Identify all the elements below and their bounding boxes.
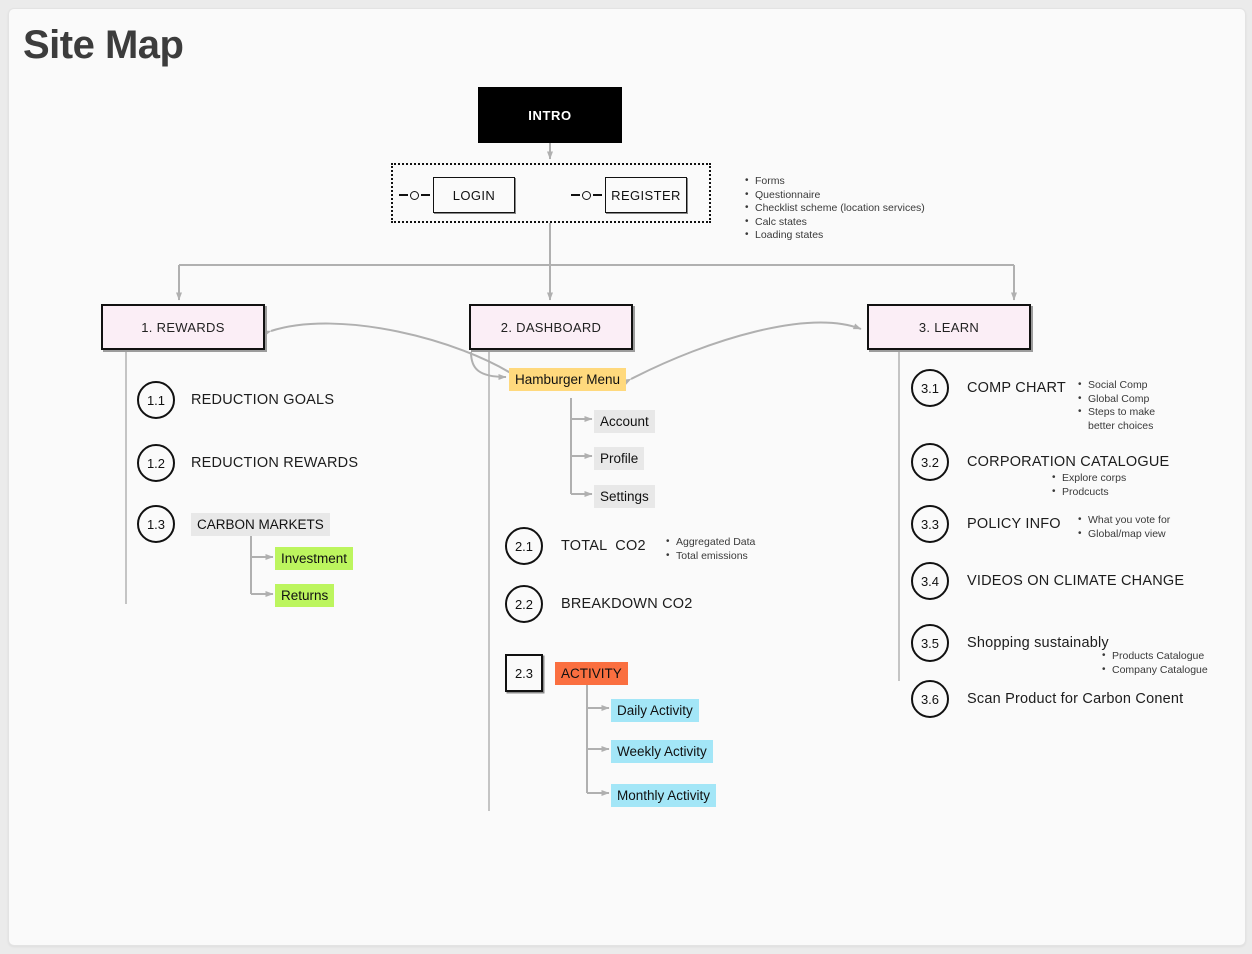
item-number: 2.3 (505, 654, 543, 692)
register-item[interactable]: REGISTER (571, 177, 687, 213)
toggle-switch-icon (399, 190, 430, 200)
item-label: COMP CHART (967, 380, 1066, 396)
item-1-2[interactable]: 1.2 REDUCTION REWARDS (137, 444, 358, 482)
item-number: 3.6 (911, 680, 949, 718)
login-item[interactable]: LOGIN (399, 177, 515, 213)
auth-note: Checklist scheme (location services) (744, 201, 1004, 216)
toggle-switch-icon (571, 190, 602, 200)
login-box[interactable]: LOGIN (433, 177, 515, 213)
page-title: Site Map (23, 23, 184, 67)
item-label: TOTAL CO2 (561, 538, 646, 554)
item-1-3[interactable]: 1.3 CARBON MARKETS (137, 505, 330, 543)
chip-settings[interactable]: Settings (594, 485, 655, 508)
item-3-5[interactable]: 3.5 Shopping sustainably (911, 624, 1109, 662)
chip-returns[interactable]: Returns (275, 584, 335, 607)
register-box[interactable]: REGISTER (605, 177, 687, 213)
item-label: VIDEOS ON CLIMATE CHANGE (967, 573, 1185, 589)
item-3-4[interactable]: 3.4 VIDEOS ON CLIMATE CHANGE (911, 562, 1184, 600)
item-number: 1.3 (137, 505, 175, 543)
item-number: 3.5 (911, 624, 949, 662)
auth-group: LOGIN REGISTER (391, 163, 711, 223)
item-3-3-notes: What you vote for Global/map view (1077, 513, 1170, 541)
item-label: ACTIVITY (555, 661, 628, 685)
auth-note: Forms (744, 174, 1004, 189)
item-2-2[interactable]: 2.2 BREAKDOWN CO2 (505, 585, 693, 623)
item-3-6[interactable]: 3.6 Scan Product for Carbon Conent (911, 680, 1183, 718)
node-intro[interactable]: INTRO (478, 87, 622, 143)
item-1-1[interactable]: 1.1 REDUCTION GOALS (137, 381, 334, 419)
section-dashboard-label: 2. DASHBOARD (500, 319, 602, 335)
intro-label: INTRO (528, 107, 572, 123)
section-learn[interactable]: 3. LEARN (867, 304, 1031, 350)
item-2-1[interactable]: 2.1 TOTAL CO2 (505, 527, 646, 565)
chip-account[interactable]: Account (594, 410, 655, 433)
auth-note: Calc states (744, 215, 1004, 230)
item-3-2-notes: Explore corps Prodcucts (1051, 471, 1126, 499)
item-2-3[interactable]: 2.3 ACTIVITY (505, 654, 628, 692)
item-number: 1.1 (137, 381, 175, 419)
item-label: REDUCTION REWARDS (191, 455, 359, 471)
item-number: 3.4 (911, 562, 949, 600)
item-3-2[interactable]: 3.2 CORPORATION CATALOGUE (911, 443, 1169, 481)
item-number: 3.1 (911, 369, 949, 407)
chip-daily-activity[interactable]: Daily Activity (611, 699, 699, 722)
item-label: Shopping sustainably (967, 635, 1109, 651)
item-3-1-notes: Social Comp Global Comp Steps to make be… (1077, 378, 1155, 433)
auth-note: Questionnaire (744, 188, 1004, 203)
item-3-1[interactable]: 3.1 COMP CHART (911, 369, 1066, 407)
item-number: 2.2 (505, 585, 543, 623)
section-learn-label: 3. LEARN (918, 319, 980, 335)
item-label: CORPORATION CATALOGUE (967, 454, 1170, 470)
item-3-5-notes: Products Catalogue Company Catalogue (1101, 649, 1208, 677)
chip-weekly-activity[interactable]: Weekly Activity (611, 740, 713, 763)
item-label: REDUCTION GOALS (191, 392, 335, 408)
item-number: 3.3 (911, 505, 949, 543)
item-label: Scan Product for Carbon Conent (967, 691, 1184, 707)
section-rewards-label: 1. REWARDS (141, 319, 225, 335)
auth-notes: Forms Questionnaire Checklist scheme (lo… (744, 174, 1004, 243)
section-rewards[interactable]: 1. REWARDS (101, 304, 265, 350)
auth-note: Loading states (744, 228, 1004, 243)
item-number: 3.2 (911, 443, 949, 481)
chip-investment[interactable]: Investment (275, 547, 354, 570)
chip-profile[interactable]: Profile (594, 447, 645, 470)
section-dashboard[interactable]: 2. DASHBOARD (469, 304, 633, 350)
item-number: 2.1 (505, 527, 543, 565)
chip-monthly-activity[interactable]: Monthly Activity (611, 784, 717, 807)
item-label: BREAKDOWN CO2 (561, 596, 693, 612)
item-2-1-notes: Aggregated Data Total emissions (665, 535, 755, 563)
node-hamburger-menu[interactable]: Hamburger Menu (509, 368, 627, 391)
item-number: 1.2 (137, 444, 175, 482)
item-3-3[interactable]: 3.3 POLICY INFO (911, 505, 1061, 543)
item-label: POLICY INFO (967, 516, 1061, 532)
sitemap-canvas: Site Map (8, 8, 1246, 946)
item-label: CARBON MARKETS (191, 512, 330, 536)
